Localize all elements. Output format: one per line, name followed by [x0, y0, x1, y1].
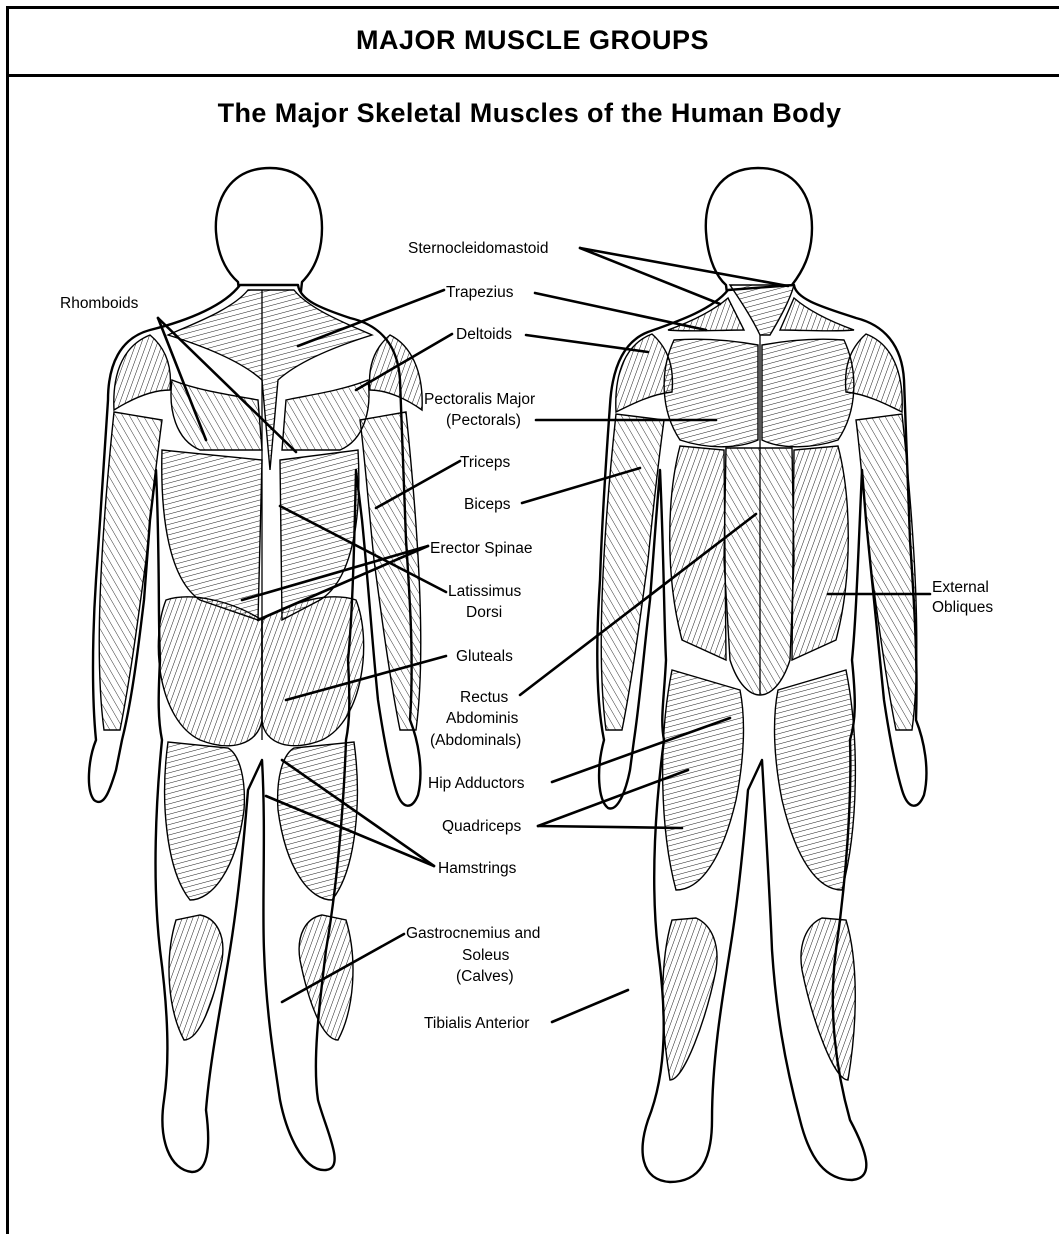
label-external-obliques-line2: Obliques	[932, 599, 993, 616]
label-gastrocnemius-line2: Soleus	[462, 947, 510, 964]
front-pectoral-left	[664, 339, 758, 447]
label-hip-adductors: Hip Adductors	[428, 775, 525, 792]
front-view-figure	[597, 168, 926, 1182]
label-quadriceps: Quadriceps	[442, 818, 522, 835]
front-head	[706, 168, 812, 303]
label-hamstrings: Hamstrings	[438, 860, 517, 877]
label-triceps: Triceps	[460, 454, 510, 471]
label-trapezius: Trapezius	[446, 284, 514, 301]
label-deltoids: Deltoids	[456, 326, 512, 343]
front-rectus-abdominis	[724, 448, 794, 695]
label-latissimus-line2: Dorsi	[466, 604, 502, 621]
back-head	[216, 168, 322, 300]
label-latissimus-line1: Latissimus	[448, 583, 521, 600]
label-rectus-line3: (Abdominals)	[430, 732, 521, 749]
label-rectus-line1: Rectus	[460, 689, 508, 706]
label-sternocleidomastoid: Sternocleidomastoid	[408, 240, 548, 257]
label-rectus-line2: Abdominis	[446, 710, 519, 727]
label-gastrocnemius-line1: Gastrocnemius and	[406, 925, 540, 942]
leader-trapezius-front	[535, 293, 706, 330]
label-external-obliques-line1: External	[932, 579, 989, 596]
label-gluteals: Gluteals	[456, 648, 513, 665]
leader-tibialis	[552, 990, 628, 1022]
label-pectoralis-line2: (Pectorals)	[446, 412, 521, 429]
label-rhomboids: Rhomboids	[60, 295, 139, 312]
front-pectoral-right	[762, 339, 854, 447]
leader-sternocleidomastoid-1	[580, 248, 720, 304]
label-gastrocnemius-line3: (Calves)	[456, 968, 514, 985]
label-tibialis-anterior: Tibialis Anterior	[424, 1015, 529, 1032]
label-biceps: Biceps	[464, 496, 511, 513]
label-erector-spinae: Erector Spinae	[430, 540, 533, 557]
label-pectoralis-line1: Pectoralis Major	[424, 391, 535, 408]
